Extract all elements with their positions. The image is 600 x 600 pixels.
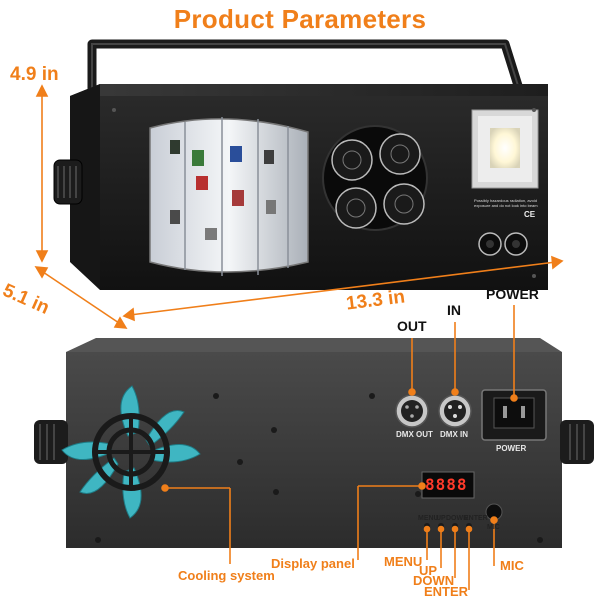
left-side (70, 84, 100, 290)
dmx-out-label: DMX OUT (396, 430, 433, 439)
callout-out: OUT (397, 318, 427, 334)
depth-dimension-line (34, 266, 128, 329)
rear-left-knob (34, 420, 68, 464)
top-face (70, 84, 548, 96)
callout-power: POWER (486, 286, 539, 302)
button-label-up: UP (436, 515, 446, 522)
warning-text: Possibly hazardous radiation, avoid dire… (474, 198, 538, 208)
callout-cooling-system: Cooling system (178, 568, 275, 583)
rear-top-face (66, 338, 562, 352)
pattern-lens-cluster (322, 125, 428, 231)
callout-up: UP (419, 563, 438, 578)
callout-enter: ENTER (424, 584, 469, 599)
dmx-out-connector (395, 394, 429, 428)
button-label-enter: ENTER (464, 515, 488, 522)
laser-apertures (478, 232, 528, 256)
cooling-fan (61, 385, 201, 519)
rear-right-knob (560, 420, 594, 464)
height-label: 4.9 in (10, 64, 59, 85)
button-label-menu: MENU (418, 515, 439, 522)
dmx-in-label: DMX IN (440, 430, 468, 439)
fan-guard (92, 413, 170, 491)
callout-mic: MIC (500, 558, 524, 573)
power-label: POWER (496, 444, 527, 453)
led-display (421, 471, 475, 499)
derby-dome-light (149, 117, 309, 276)
page-title: Product Parameters (173, 4, 427, 34)
ce-mark: CE (524, 210, 536, 219)
callout-menu: MENU (384, 554, 423, 569)
callout-display-panel: Display panel (271, 556, 355, 571)
side-knob (53, 159, 83, 205)
callout-in: IN (447, 302, 461, 318)
mic-panel-label: MIC (487, 524, 500, 531)
warning-line-2: exposure and do not look into beam (474, 203, 538, 208)
strobe-window (471, 109, 539, 189)
warning-line-1: Possibly hazardous radiation, avoid dire… (474, 198, 538, 203)
callout-down: DOWN (413, 573, 455, 588)
height-dimension-line (35, 84, 49, 263)
dmx-in-connector (438, 394, 472, 428)
button-label-down: DOWN (446, 515, 469, 522)
mounting-bracket (87, 39, 525, 100)
width-dimension-line (122, 255, 564, 322)
display-digits: 8888 (425, 475, 468, 494)
